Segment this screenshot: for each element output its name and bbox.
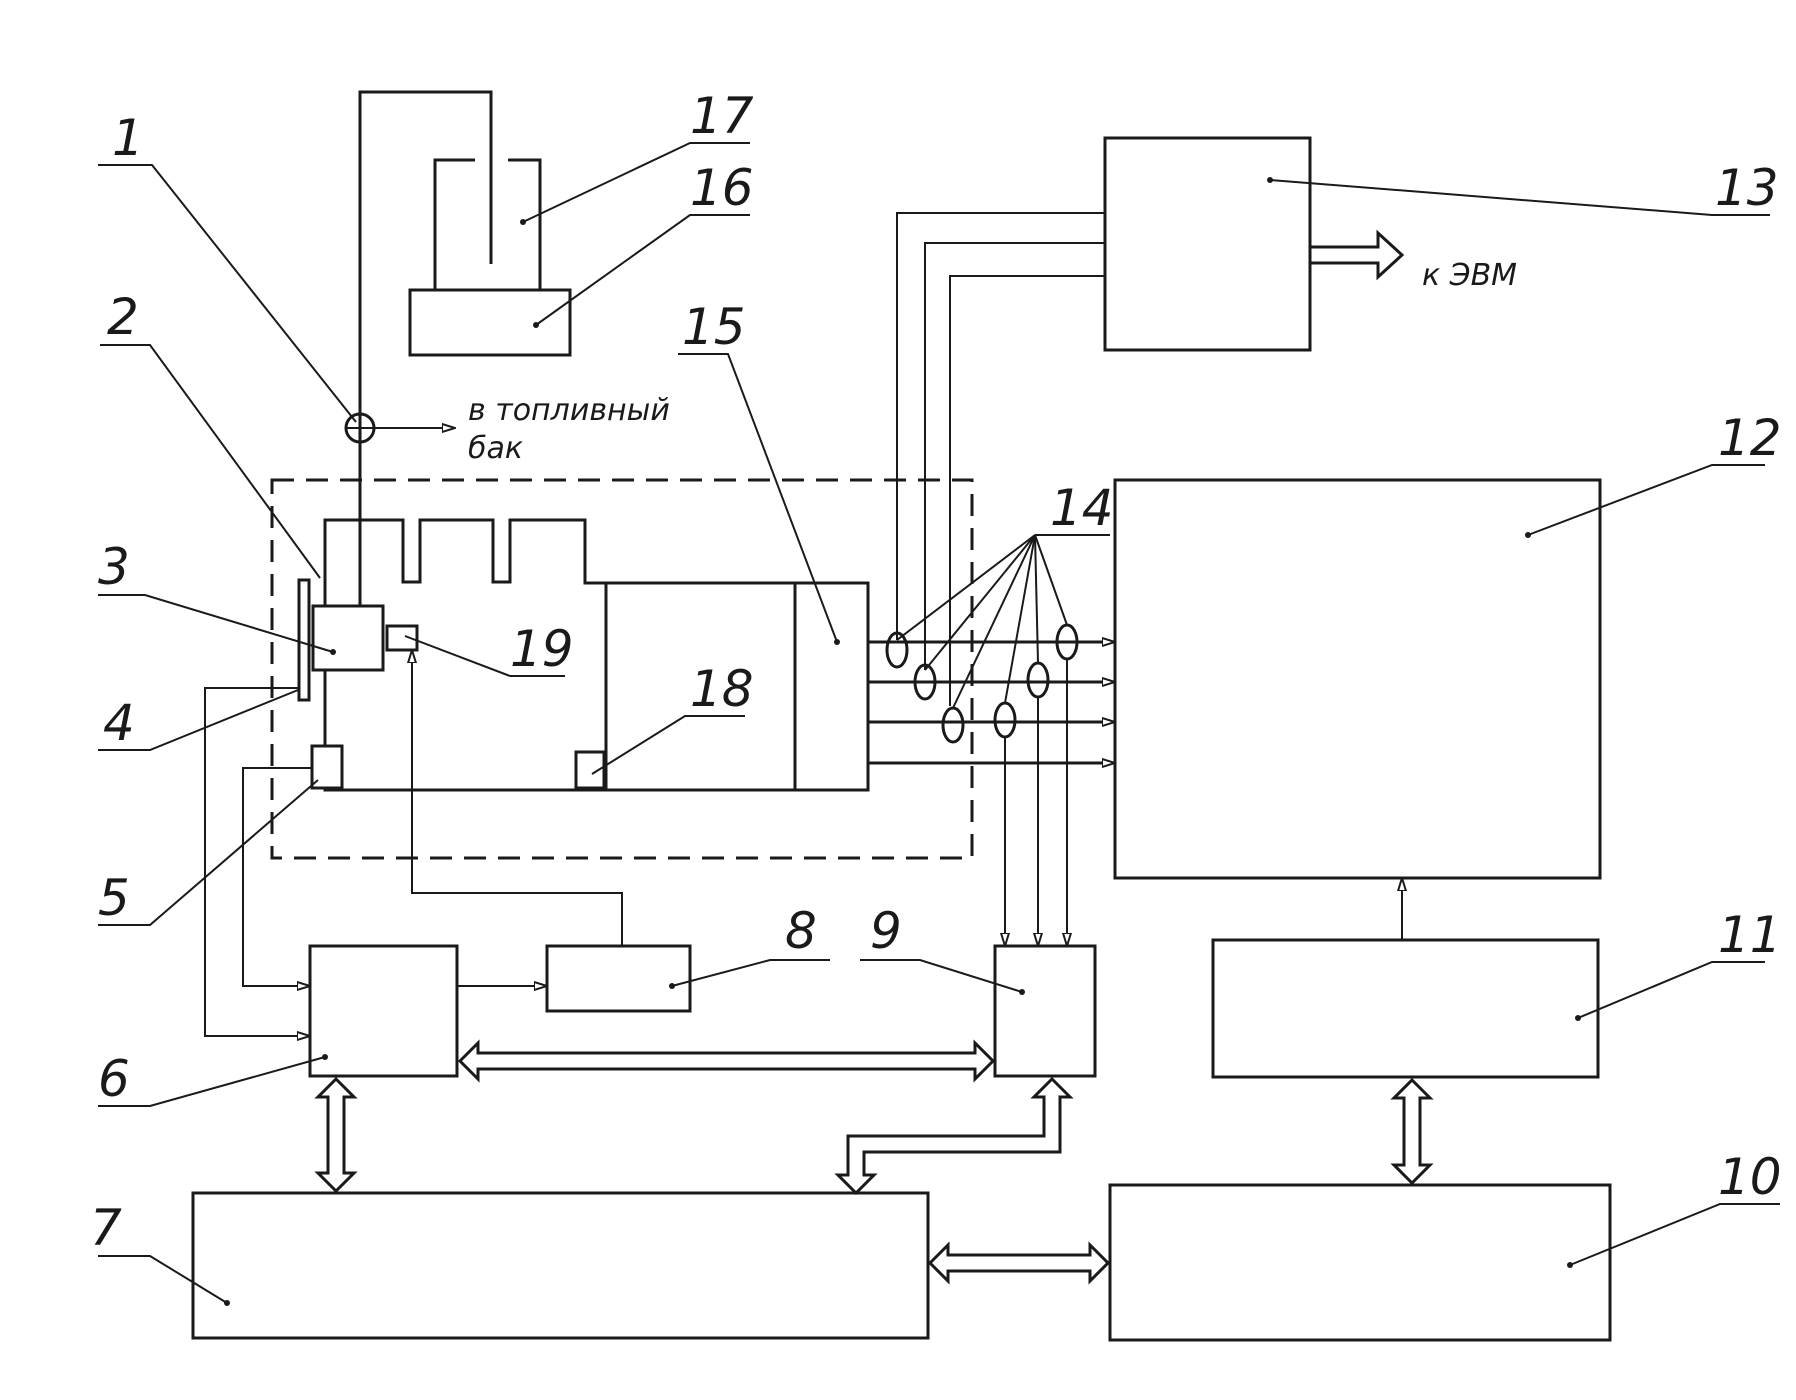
leader-17 [522, 142, 750, 223]
fuel-line [358, 90, 493, 606]
leader-7 [98, 1255, 228, 1304]
leader-18 [591, 715, 745, 775]
leader-14-a [896, 534, 1036, 641]
leader-14-e [1034, 534, 1039, 664]
leader-15 [678, 353, 838, 643]
sensor-strip [297, 578, 311, 702]
leader-12 [1527, 464, 1765, 536]
label-14: 14 [1050, 479, 1114, 537]
block-12 [1113, 478, 1602, 880]
leader-4 [98, 689, 299, 751]
leader-14-d [1004, 534, 1036, 704]
leader-14-f [1034, 534, 1068, 626]
leader-6 [98, 1056, 326, 1107]
label-1: 1 [112, 109, 144, 167]
block-9 [993, 944, 1097, 1078]
leader-16 [535, 214, 750, 326]
label-12: 12 [1718, 409, 1782, 467]
fuel-tank-label-line1: в топливный [468, 393, 670, 428]
leader-19 [404, 635, 565, 677]
sensor-14-a [885, 631, 909, 669]
label-2: 2 [107, 288, 139, 346]
bus-6-9 [457, 1039, 996, 1083]
line-13-b [924, 242, 1105, 670]
fuel-tank-label-line2: бак [468, 431, 523, 466]
line-4-to-6 [204, 687, 310, 1036]
bus-7-10 [927, 1241, 1111, 1285]
bus-6-7 [314, 1076, 358, 1194]
label-17: 17 [690, 87, 754, 145]
leader-14-c [952, 534, 1036, 709]
leader-10 [1569, 1203, 1780, 1266]
line-5-to-6 [242, 767, 312, 986]
label-16: 16 [690, 159, 754, 217]
leader-1 [98, 164, 357, 423]
label-19: 19 [510, 620, 574, 678]
label-8: 8 [785, 902, 817, 960]
label-15: 15 [682, 298, 746, 356]
block-6 [308, 944, 459, 1078]
block-7 [191, 1191, 930, 1340]
leader-9 [860, 959, 1023, 993]
block-10 [1108, 1183, 1612, 1342]
label-13: 13 [1715, 159, 1779, 217]
bus-9-7 [834, 1076, 1074, 1196]
line-8-to-19 [412, 650, 623, 946]
leader-2 [100, 344, 321, 579]
label-7: 7 [90, 1199, 122, 1257]
scale-16 [408, 288, 572, 357]
label-5: 5 [98, 869, 130, 927]
bus-11-10 [1390, 1077, 1434, 1186]
label-4: 4 [103, 694, 135, 752]
leader-3 [98, 594, 334, 653]
label-9: 9 [870, 902, 902, 960]
block-8 [545, 944, 692, 1013]
label-11: 11 [1718, 906, 1782, 964]
to-computer-label: к ЭВМ [1422, 258, 1517, 293]
sensor-14-e [1026, 661, 1050, 699]
sensor-18 [574, 750, 606, 790]
vessel-17 [433, 158, 475, 290]
label-18: 18 [690, 660, 754, 718]
label-3: 3 [98, 538, 130, 596]
sensor-14-c [941, 706, 965, 744]
line-13-a [896, 212, 1105, 640]
leader-5 [98, 779, 319, 926]
sensor-14-d [993, 701, 1017, 739]
sensor-14-b [913, 663, 937, 701]
engine-body [323, 518, 870, 792]
leader-11 [1577, 961, 1765, 1019]
vessel-17-right [508, 158, 542, 290]
label-6: 6 [98, 1050, 130, 1108]
block-11 [1211, 938, 1600, 1079]
block-13 [1103, 136, 1312, 352]
leader-14-b [924, 534, 1036, 671]
block-3 [311, 604, 385, 672]
output-to-computer-arrow [1308, 229, 1405, 281]
leader-13 [1269, 179, 1770, 216]
line-13-c [949, 275, 1105, 706]
label-10: 10 [1718, 1148, 1782, 1206]
leader-8 [671, 959, 830, 987]
